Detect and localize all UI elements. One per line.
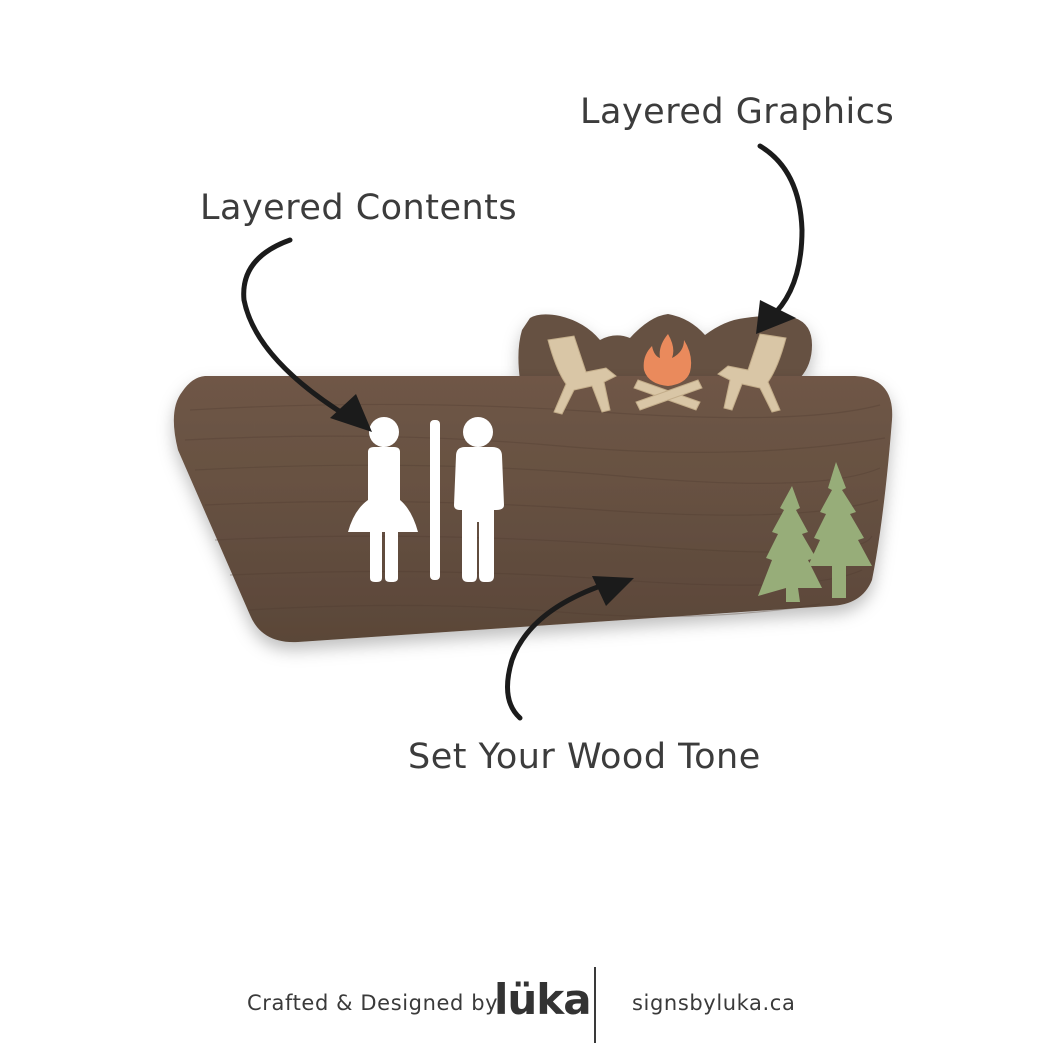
pine-tree-icon xyxy=(758,462,872,602)
callout-wood-tone: Set Your Wood Tone xyxy=(408,737,761,777)
adirondack-chair-icon xyxy=(547,335,617,415)
website-link[interactable]: signsbyluka.ca xyxy=(632,991,796,1015)
campfire-icon xyxy=(633,334,703,411)
luka-logo: lüka xyxy=(494,975,592,1024)
crafted-by-text: Crafted & Designed by xyxy=(247,991,499,1015)
callout-layered-graphics: Layered Graphics xyxy=(580,92,895,132)
adirondack-chair-icon xyxy=(717,333,787,413)
footer-divider xyxy=(594,967,596,1043)
arrowhead-icon xyxy=(330,300,796,606)
callout-layered-contents: Layered Contents xyxy=(200,188,518,228)
arrow-icon xyxy=(241,143,805,721)
restroom-icon xyxy=(348,417,504,582)
footer: Crafted & Designed by lüka signsbyluka.c… xyxy=(0,965,1064,1045)
